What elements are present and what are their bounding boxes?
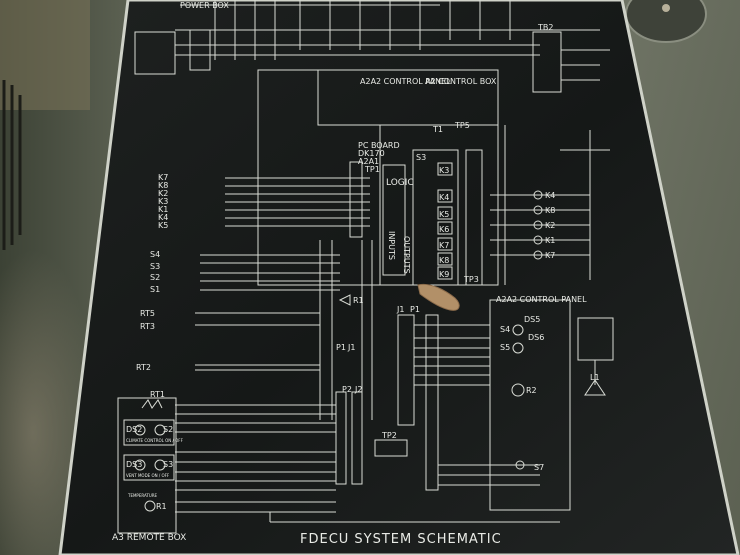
left-relay-k2: K2 xyxy=(158,189,168,198)
right-relay-k8: K8 xyxy=(545,206,555,215)
board-relay-labels: K3 K4 K5 K6 K7 K8 K9 xyxy=(439,166,449,279)
board-relay-k6: K6 xyxy=(439,225,449,234)
right-relay-k1: K1 xyxy=(545,236,555,245)
schematic-title: FDECU SYSTEM SCHEMATIC xyxy=(300,532,502,547)
tp3-label: TP3 xyxy=(463,275,479,284)
board-relay-k5: K5 xyxy=(439,210,449,219)
j2-label: J2 xyxy=(354,385,362,394)
j1-label-left: J1 xyxy=(347,343,355,352)
climate-control-label: CLIMATE CONTROL ON / OFF xyxy=(126,438,184,443)
board-relay-k8: K8 xyxy=(439,256,449,265)
s5-right-label: S5 xyxy=(500,343,510,352)
cap-bolt xyxy=(662,4,670,12)
ds2-label: DS2 xyxy=(126,425,142,434)
r2-label: R2 xyxy=(526,386,537,395)
control-panel-top-label: A2A2 CONTROL PANEL xyxy=(360,77,451,86)
tp2-label: TP2 xyxy=(381,431,397,440)
rt3-label: RT3 xyxy=(140,322,155,331)
switch-s3: S3 xyxy=(150,262,160,271)
board-relay-k3: K3 xyxy=(439,166,449,175)
schematic-plate xyxy=(58,0,740,555)
p2-label: P2 xyxy=(342,385,352,394)
ds3-label: DS3 xyxy=(126,460,142,469)
control-panel-right-label: A2A2 CONTROL PANEL xyxy=(496,295,587,304)
right-relay-labels: K4 K8 K2 K1 K7 xyxy=(545,191,555,260)
left-relay-k8: K8 xyxy=(158,181,168,190)
t1-label: T1 xyxy=(432,125,443,134)
pc-board-line2: DK170 xyxy=(358,149,385,158)
l1-label: L1 xyxy=(590,373,600,382)
right-relay-k4: K4 xyxy=(545,191,555,200)
switch-s2: S2 xyxy=(150,273,160,282)
right-relay-k7: K7 xyxy=(545,251,555,260)
temperature-label: TEMPERATURE xyxy=(127,493,158,498)
s3-remote-label: S3 xyxy=(163,460,173,469)
right-relay-k2: K2 xyxy=(545,221,555,230)
s4-right-label: S4 xyxy=(500,325,510,334)
left-relay-k3: K3 xyxy=(158,197,168,206)
p1-label: P1 xyxy=(336,343,346,352)
board-relay-k4: K4 xyxy=(439,193,449,202)
remote-box-label: A3 REMOTE BOX xyxy=(112,533,186,543)
schematic-lines xyxy=(117,0,614,534)
rt2-label: RT2 xyxy=(136,363,151,372)
leaf-debris xyxy=(417,283,460,311)
s3-board-label: S3 xyxy=(416,153,426,162)
ds5-label: DS5 xyxy=(524,315,540,324)
control-box-label: A2 CONTROL BOX xyxy=(425,77,497,86)
switch-s4: S4 xyxy=(150,250,160,259)
pc-board-line1: PC BOARD xyxy=(358,141,400,150)
board-relay-k7: K7 xyxy=(439,241,449,250)
vent-grille xyxy=(2,80,22,250)
left-relay-k1: K1 xyxy=(158,205,168,214)
outputs-label: OUTPUTS xyxy=(402,236,411,274)
board-relay-k9: K9 xyxy=(439,270,449,279)
ds6-label: DS6 xyxy=(528,333,544,342)
left-relay-k4: K4 xyxy=(158,213,168,222)
tp5-label: TP5 xyxy=(454,121,470,130)
inputs-label: INPUTS xyxy=(387,231,396,260)
left-relay-k7: K7 xyxy=(158,173,168,182)
vent-mode-label: VENT MODE ON / OFF xyxy=(126,473,170,478)
switch-s1: S1 xyxy=(150,285,160,294)
s2-label: S2 xyxy=(163,425,173,434)
dirt-top xyxy=(0,0,90,110)
tb2-label: TB2 xyxy=(537,23,553,32)
j1-label: J1 xyxy=(396,305,404,314)
rt1-label: RT1 xyxy=(150,390,165,399)
left-relay-k5: K5 xyxy=(158,221,168,230)
tp1-label: TP1 xyxy=(364,165,380,174)
power-box-label: POWER BOX xyxy=(180,1,229,10)
r1-label: R1 xyxy=(353,296,364,305)
logic-label: LOGIC xyxy=(386,178,414,188)
r1-remote-label: R1 xyxy=(156,502,167,511)
left-switch-labels: S4 S3 S2 S1 xyxy=(150,250,160,294)
s7-label: S7 xyxy=(534,463,544,472)
pc-board-line3: A2A1 xyxy=(358,157,379,166)
p1-label-right: P1 xyxy=(410,305,420,314)
rt5-label: RT5 xyxy=(140,309,155,318)
left-relay-labels: K7 K8 K2 K3 K1 K4 K5 xyxy=(158,173,168,230)
